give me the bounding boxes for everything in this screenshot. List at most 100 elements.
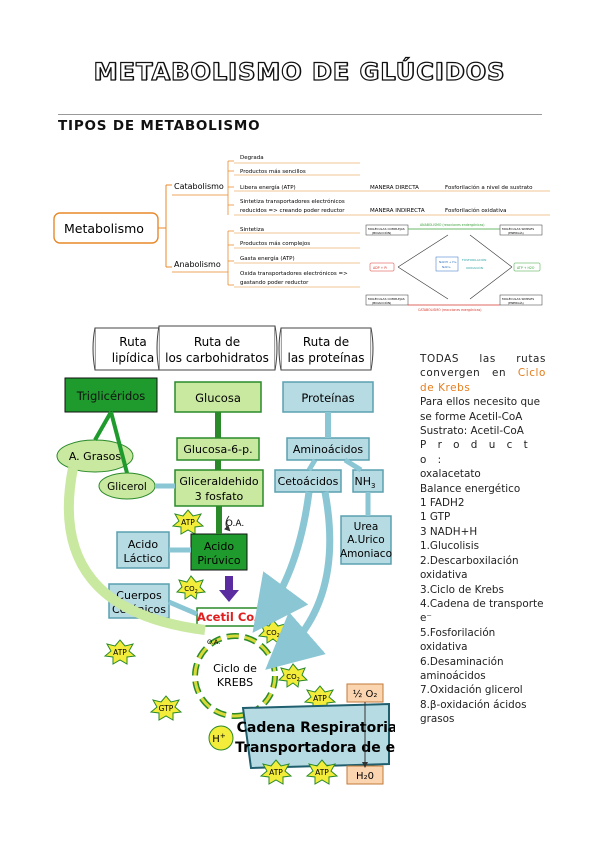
metabolic-pathways-diagram: Ruta lipídica Ruta de los carbohidratos …	[56, 325, 395, 785]
svg-text:Transportadora de e-: Transportadora de e-	[235, 740, 395, 756]
cadena-line1: Cadena Respiratoria	[237, 720, 395, 736]
a-grasos-label: A. Grasos	[69, 450, 122, 463]
co2-label-3: CO	[286, 673, 297, 681]
header-ruta-carbohidratos: Ruta de los carbohidratos	[156, 325, 278, 371]
trigliceridos-label: Triglicéridos	[76, 389, 146, 403]
side-line-14: 7.Oxidación glicerol	[420, 684, 523, 697]
glucosa6p-label: Glucosa-6-p.	[183, 443, 252, 456]
acido-piruvico-box	[190, 533, 248, 571]
krebs-highlight: Ciclo de Krebs	[420, 367, 546, 394]
side-line-8: 1.Glucolisis	[420, 540, 479, 553]
atp-label-3: ATP	[313, 694, 327, 703]
side-line-1: Sustrato: Acetil-CoA	[420, 425, 524, 438]
half-o2-label: ½ O₂	[353, 688, 378, 700]
h2o-label: H₂0	[356, 771, 374, 782]
urea-line3: Amoniaco	[340, 548, 392, 560]
svg-text:(ENERGÍA): (ENERGÍA)	[508, 300, 524, 305]
cetoacidos-label: Cetoácidos	[278, 475, 339, 488]
catabolismo-label: Catabolismo	[174, 182, 224, 191]
ana-item-3: Oxida transportadores electrónicos =>	[240, 270, 348, 277]
cat-item-4: reducidos => creando poder reductor	[240, 208, 345, 214]
nh3-sub: 3	[371, 482, 375, 490]
ciclo-line1: Ciclo de	[213, 662, 257, 675]
purple-arrow	[225, 576, 233, 590]
atp-starburst-5	[305, 759, 339, 785]
atp-label-2: ATP	[113, 648, 127, 657]
co2-label-1: CO	[184, 585, 195, 593]
co2-label-2: CO	[266, 629, 277, 637]
side-line-2: P r o d u c t o :	[420, 439, 532, 466]
side-line-10: 3.Ciclo de Krebs	[420, 583, 504, 596]
svg-text:CO2: CO2	[184, 585, 198, 595]
cetoacidos-to-acetil-arrow	[252, 491, 313, 633]
section-heading: TIPOS DE METABOLISMO	[58, 118, 261, 134]
grasos-to-acetil-arrow	[63, 467, 206, 635]
hplus-label: H	[212, 734, 220, 745]
cetoacidos-to-krebs-arrow	[265, 491, 334, 670]
cat-item-3: Sintetiza transportadores electrónicos	[240, 198, 345, 205]
svg-text:las proteínas: las proteínas	[287, 351, 364, 365]
manera-indirecta: MANERA INDIRECTA	[370, 208, 425, 214]
glicerol-label: Glicerol	[107, 481, 147, 493]
svg-text:NAD+: NAD+	[442, 265, 452, 269]
acido-piruvico-line1: Acido	[204, 540, 234, 553]
proteinas-label: Proteínas	[301, 391, 354, 405]
side-line-11: 4.Cadena de transporte e⁻	[420, 597, 544, 625]
svg-text:lipídica: lipídica	[112, 351, 155, 365]
svg-text:los carbohidratos: los carbohidratos	[165, 351, 269, 365]
svg-text:Ruta: Ruta	[119, 335, 146, 349]
nh3-label: NH	[355, 475, 372, 488]
urea-box	[340, 515, 392, 565]
header-ruta-proteinas: Ruta de las proteínas	[278, 327, 374, 371]
cat-item-0: Degrada	[240, 155, 264, 161]
side-line-6: 1 GTP	[420, 511, 451, 524]
urea-line2: A.Urico	[347, 534, 384, 546]
svg-text:MOLÉCULAS SIMPLES: MOLÉCULAS SIMPLES	[502, 226, 534, 231]
svg-text:MOLÉCULAS SIMPLES: MOLÉCULAS SIMPLES	[502, 296, 534, 301]
glucosa-box	[174, 381, 262, 413]
glucosa-label: Glucosa	[195, 391, 241, 405]
title-divider	[58, 114, 542, 115]
atp-label-4: ATP	[269, 768, 283, 777]
ana-item-0: Sintetiza	[240, 227, 264, 233]
side-line-15: 8.β-oxidación ácidos grasos	[420, 698, 527, 726]
svg-text:CATABOLISMO (reacciones exergó: CATABOLISMO (reacciones exergónicas)	[418, 308, 481, 312]
side-intro: TODAS las rutas convergen en Ciclo de Kr…	[420, 353, 546, 394]
atp-label-5: ATP	[315, 768, 329, 777]
side-line-0: Para ellos necesito que se forme Acetil-…	[420, 396, 541, 423]
oa-label-2: O.A.	[207, 638, 220, 646]
svg-text:(ENERGÍA): (ENERGÍA)	[508, 230, 524, 235]
ana-item-1: Productos más complejos	[240, 240, 310, 247]
atp-label-1: ATP	[181, 518, 195, 527]
proteinas-box	[282, 381, 374, 413]
svg-text:Ruta de: Ruta de	[194, 335, 240, 349]
co2-starburst-1	[175, 575, 207, 600]
fosf-oxidativa: Fosforilación oxidativa	[445, 207, 507, 214]
cadena-line2: Transportadora de e	[235, 740, 395, 756]
cat-item-1: Productos más sencillos	[240, 168, 306, 175]
fosf-sustrato: Fosforilación a nivel de sustrato	[445, 184, 533, 191]
side-line-7: 3 NADH+H	[420, 525, 478, 538]
svg-text:NADH + H+: NADH + H+	[439, 260, 458, 264]
concept-map: Metabolismo Catabolismo Degrada Producto…	[53, 155, 550, 312]
svg-text:(BIOACCIÓN): (BIOACCIÓN)	[372, 300, 391, 305]
page-title: METABOLISMO DE GLÚCIDOS	[93, 57, 506, 86]
acetil-coa-label: Acetil CoA	[197, 610, 263, 624]
svg-text:OXIDACIÓN: OXIDACIÓN	[466, 265, 483, 270]
cadena-respiratoria-box	[241, 702, 390, 770]
gtp-label: GTP	[159, 704, 174, 713]
svg-text:CO2: CO2	[286, 673, 300, 683]
acido-lactico-line1: Acido	[128, 538, 158, 551]
side-line-9: 2.Descarboxilación oxidativa	[420, 554, 519, 582]
svg-text:ADP + Pi: ADP + Pi	[373, 266, 387, 270]
atp-starburst-2	[103, 639, 137, 665]
gliceraldehido-line1: Gliceraldehido	[179, 475, 259, 488]
urea-line1: Urea	[354, 521, 379, 533]
svg-text:NH3: NH3	[355, 475, 376, 490]
side-line-3: oxalacetato	[420, 468, 481, 481]
metabolismo-label: Metabolismo	[64, 221, 144, 236]
svg-text:H+: H+	[212, 732, 226, 745]
svg-text:ANABOLISMO (reacciones endergó: ANABOLISMO (reacciones endergónicas)	[420, 223, 485, 227]
side-notes: TODAS las rutas convergen en Ciclo de Kr…	[420, 352, 546, 727]
gliceraldehido-line2: 3 fosfato	[195, 490, 244, 503]
